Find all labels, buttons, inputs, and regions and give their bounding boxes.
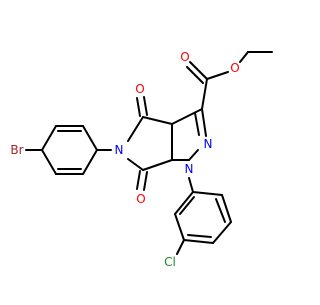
atom-label-br: Br [10,143,23,157]
bond [183,239,214,244]
bond [142,159,173,171]
atom-label-n-imide: N [115,143,124,157]
bond [176,239,185,255]
bond [82,125,98,151]
bond [188,149,199,161]
atom-label-o-ester-ether: O [230,61,239,75]
bond [127,116,144,142]
bond [206,71,229,80]
atom-label-cl: Cl [164,255,176,269]
bond [201,78,208,110]
bond [174,191,194,215]
molecule-canvas: Br Cl N N N O O O O [10,50,273,269]
molecule-structure: Br Cl N N N O O O O [10,50,273,269]
bond [171,108,203,125]
atom-label-o-bottom: O [136,192,145,206]
bond [194,112,200,136]
bond [187,234,212,238]
bond [201,108,207,137]
bond [212,221,232,244]
atom-label-o-top: O [135,82,144,96]
atom-label-n1: N [185,162,194,176]
bond [186,66,204,84]
bond [82,149,98,175]
bond [136,97,141,117]
bond [41,125,57,151]
atom-label-n2: N [204,137,213,151]
bond [189,61,208,80]
bond [41,149,57,175]
atom-label-o-ester-carbonyl: O [180,50,189,64]
bond [192,191,223,196]
bond [188,177,194,193]
bond [143,171,148,191]
bond [215,198,226,223]
bond [142,116,173,125]
bond [179,196,195,215]
bond [221,194,232,223]
bonds [25,51,273,255]
bond [136,170,141,190]
bond [127,158,144,171]
bond [239,51,249,63]
bond [143,96,148,116]
bond [174,213,185,241]
